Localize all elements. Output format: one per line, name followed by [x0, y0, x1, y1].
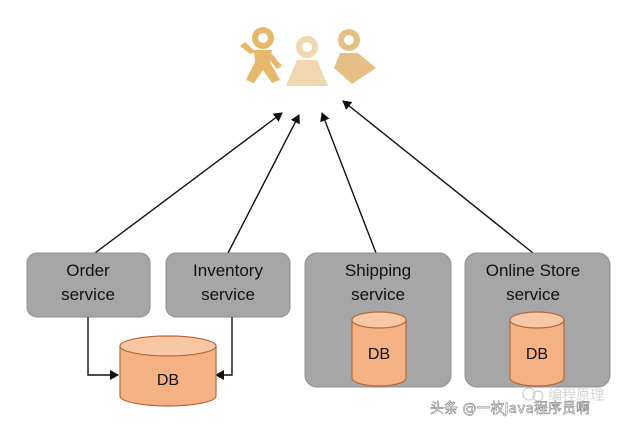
shared-db-cylinder: DB [119, 335, 217, 407]
shipping-db-label: DB [368, 346, 390, 363]
arrow-shipping-to-users [320, 112, 377, 254]
online-store-db-cylinder: DB [509, 311, 565, 387]
shipping-db-cylinder: DB [351, 311, 407, 387]
inventory-to-db-arrow [215, 317, 233, 380]
order-service-label-line2: service [61, 285, 115, 304]
order-to-db-arrow [87, 317, 119, 380]
watermark-text: 头条 @一枚Java程序员啊 [430, 400, 590, 417]
arrow-inventory-to-users [227, 114, 300, 254]
shipping-service-label-line1: Shipping [345, 261, 411, 280]
watermark-logo-icon [522, 387, 544, 402]
shared-db-label: DB [157, 372, 179, 389]
inventory-service-label-line1: Inventory [193, 261, 263, 280]
online-store-service-box: Online Store service DB [464, 252, 611, 388]
user-figure-middle-icon [286, 36, 328, 86]
connection-arrows [94, 100, 534, 254]
order-service-box: Order service [26, 252, 151, 318]
shipping-service-box: Shipping service DB [304, 252, 452, 388]
inventory-service-box: Inventory service [165, 252, 291, 318]
online-store-db-label: DB [526, 346, 548, 363]
user-figure-right-icon [334, 29, 376, 84]
order-service-label-line1: Order [66, 261, 110, 280]
shipping-service-label-line2: service [351, 285, 405, 304]
arrow-order-to-users [94, 112, 283, 254]
arrow-online-store-to-users [342, 100, 534, 254]
users-icon [240, 27, 376, 86]
watermark-faint-text: 编程原理 [548, 388, 604, 404]
online-store-service-label-line2: service [506, 285, 560, 304]
watermark: 编程原理 头条 @一枚Java程序员啊 [430, 387, 604, 417]
inventory-service-label-line2: service [201, 285, 255, 304]
shared-db-connectors [87, 317, 233, 380]
online-store-service-label-line1: Online Store [486, 261, 581, 280]
user-figure-left-icon [240, 27, 282, 83]
